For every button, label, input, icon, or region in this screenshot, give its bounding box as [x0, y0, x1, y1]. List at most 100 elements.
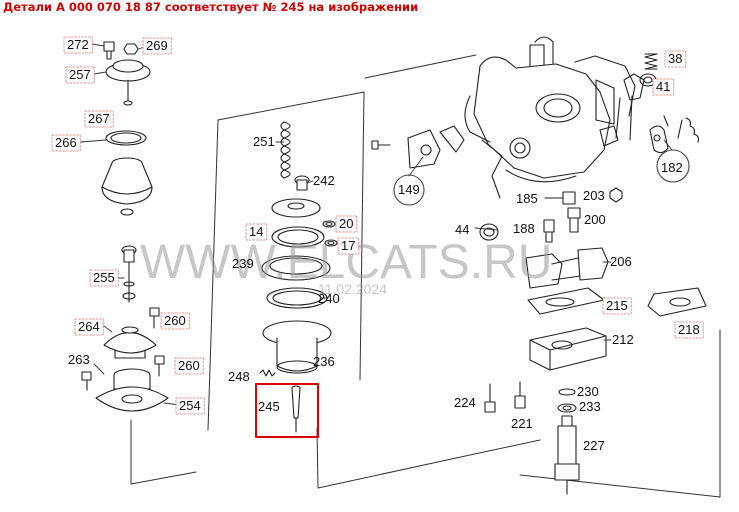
part-212-bowl	[529, 327, 607, 371]
part-263-screw	[81, 371, 92, 391]
part-label-260: 260	[174, 357, 204, 375]
part-label-239: 239	[232, 256, 254, 271]
part-number: 242	[313, 173, 335, 188]
part-label-188: 188	[513, 221, 535, 236]
part-number: 233	[579, 399, 601, 414]
part-number: 212	[612, 332, 634, 347]
part-label-box	[245, 223, 268, 241]
part-label-box	[160, 312, 190, 330]
part-label-224: 224	[454, 395, 476, 410]
part-number: 188	[513, 221, 535, 236]
part-149-plate	[371, 125, 465, 169]
part-label-box	[664, 50, 687, 68]
part-20-seal	[322, 220, 336, 228]
part-260-screw-upper	[149, 307, 160, 329]
part-number: 221	[511, 416, 533, 431]
part-number: 267	[88, 111, 110, 126]
part-label-206: 206	[610, 254, 632, 269]
part-269-nut	[123, 43, 139, 55]
part-221-screw	[514, 381, 526, 409]
part-number: 200	[584, 212, 606, 227]
part-label-255: 255	[89, 269, 119, 287]
part-label-263: 263	[68, 352, 90, 367]
part-label-box	[174, 357, 204, 375]
part-254-base	[95, 368, 169, 412]
part-266-housing	[101, 157, 153, 216]
part-match-header: Детали A 000 070 18 87 соответствует № 2…	[3, 0, 419, 14]
part-233-washer	[557, 403, 577, 413]
part-label-266: 266	[51, 134, 81, 152]
part-200-valve	[567, 207, 581, 233]
part-242-retainer	[294, 175, 310, 191]
part-number: 240	[318, 291, 340, 306]
part-label-248: 248	[228, 369, 250, 384]
part-number: 272	[67, 37, 89, 52]
part-number: 14	[249, 224, 263, 239]
part-number: 248	[228, 369, 250, 384]
part-272-screw	[103, 41, 115, 60]
part-label-17: 17	[337, 237, 360, 255]
part-245-needle	[291, 385, 301, 433]
part-label-185: 185	[516, 191, 538, 206]
part-label-box	[142, 37, 172, 55]
part-label-182: 182	[661, 160, 683, 175]
part-label-box	[65, 66, 95, 84]
part-251-spring	[280, 121, 291, 179]
part-218-gasket	[647, 287, 707, 317]
part-215-gasket	[527, 287, 605, 315]
part-number: 255	[93, 270, 115, 285]
part-260-screw-lower	[154, 355, 165, 377]
part-239-diaphragm	[261, 226, 331, 281]
callout-circle-149	[393, 174, 425, 206]
part-number: 239	[232, 256, 254, 271]
part-label-218: 218	[674, 321, 704, 339]
part-number: 266	[55, 135, 77, 150]
part-38-spring	[644, 53, 658, 70]
part-label-227: 227	[583, 438, 605, 453]
part-number: 215	[606, 298, 628, 313]
watermark-date: 11.02.2024	[318, 281, 387, 297]
part-label-200: 200	[584, 212, 606, 227]
part-44-seal	[479, 223, 499, 241]
part-257-cap	[105, 59, 151, 106]
part-number: 218	[678, 322, 700, 337]
part-number: 206	[610, 254, 632, 269]
part-14-washer	[271, 198, 321, 218]
part-label-260: 260	[160, 312, 190, 330]
part-number: 260	[178, 358, 200, 373]
leader-lines	[79, 43, 673, 406]
part-label-212: 212	[612, 332, 634, 347]
part-label-box	[652, 78, 675, 96]
part-248-spring-small	[259, 369, 276, 377]
part-227-solenoid	[554, 415, 580, 495]
part-label-257: 257	[65, 66, 95, 84]
part-number: 41	[656, 79, 670, 94]
part-label-242: 242	[313, 173, 335, 188]
part-label-38: 38	[664, 50, 687, 68]
part-label-230: 230	[577, 384, 599, 399]
highlight-box-245	[255, 383, 319, 438]
part-number: 257	[69, 67, 91, 82]
part-label-240: 240	[318, 291, 340, 306]
part-label-221: 221	[511, 416, 533, 431]
part-label-14: 14	[245, 223, 268, 241]
part-label-box	[74, 318, 104, 336]
callout-circle-182	[656, 149, 690, 183]
part-267-ring	[105, 130, 147, 146]
part-label-box	[674, 321, 704, 339]
part-236-piston	[262, 320, 332, 374]
part-number: 17	[341, 238, 355, 253]
carburetor-body	[464, 36, 645, 199]
part-number: 230	[577, 384, 599, 399]
part-number: 254	[179, 398, 201, 413]
part-label-236: 236	[313, 354, 335, 369]
part-number: 20	[339, 216, 353, 231]
part-label-box	[175, 397, 205, 415]
part-203-washer	[609, 187, 623, 203]
part-number: 149	[398, 182, 420, 197]
part-number: 224	[454, 395, 476, 410]
part-label-203: 203	[583, 188, 605, 203]
part-label-box	[602, 297, 632, 315]
